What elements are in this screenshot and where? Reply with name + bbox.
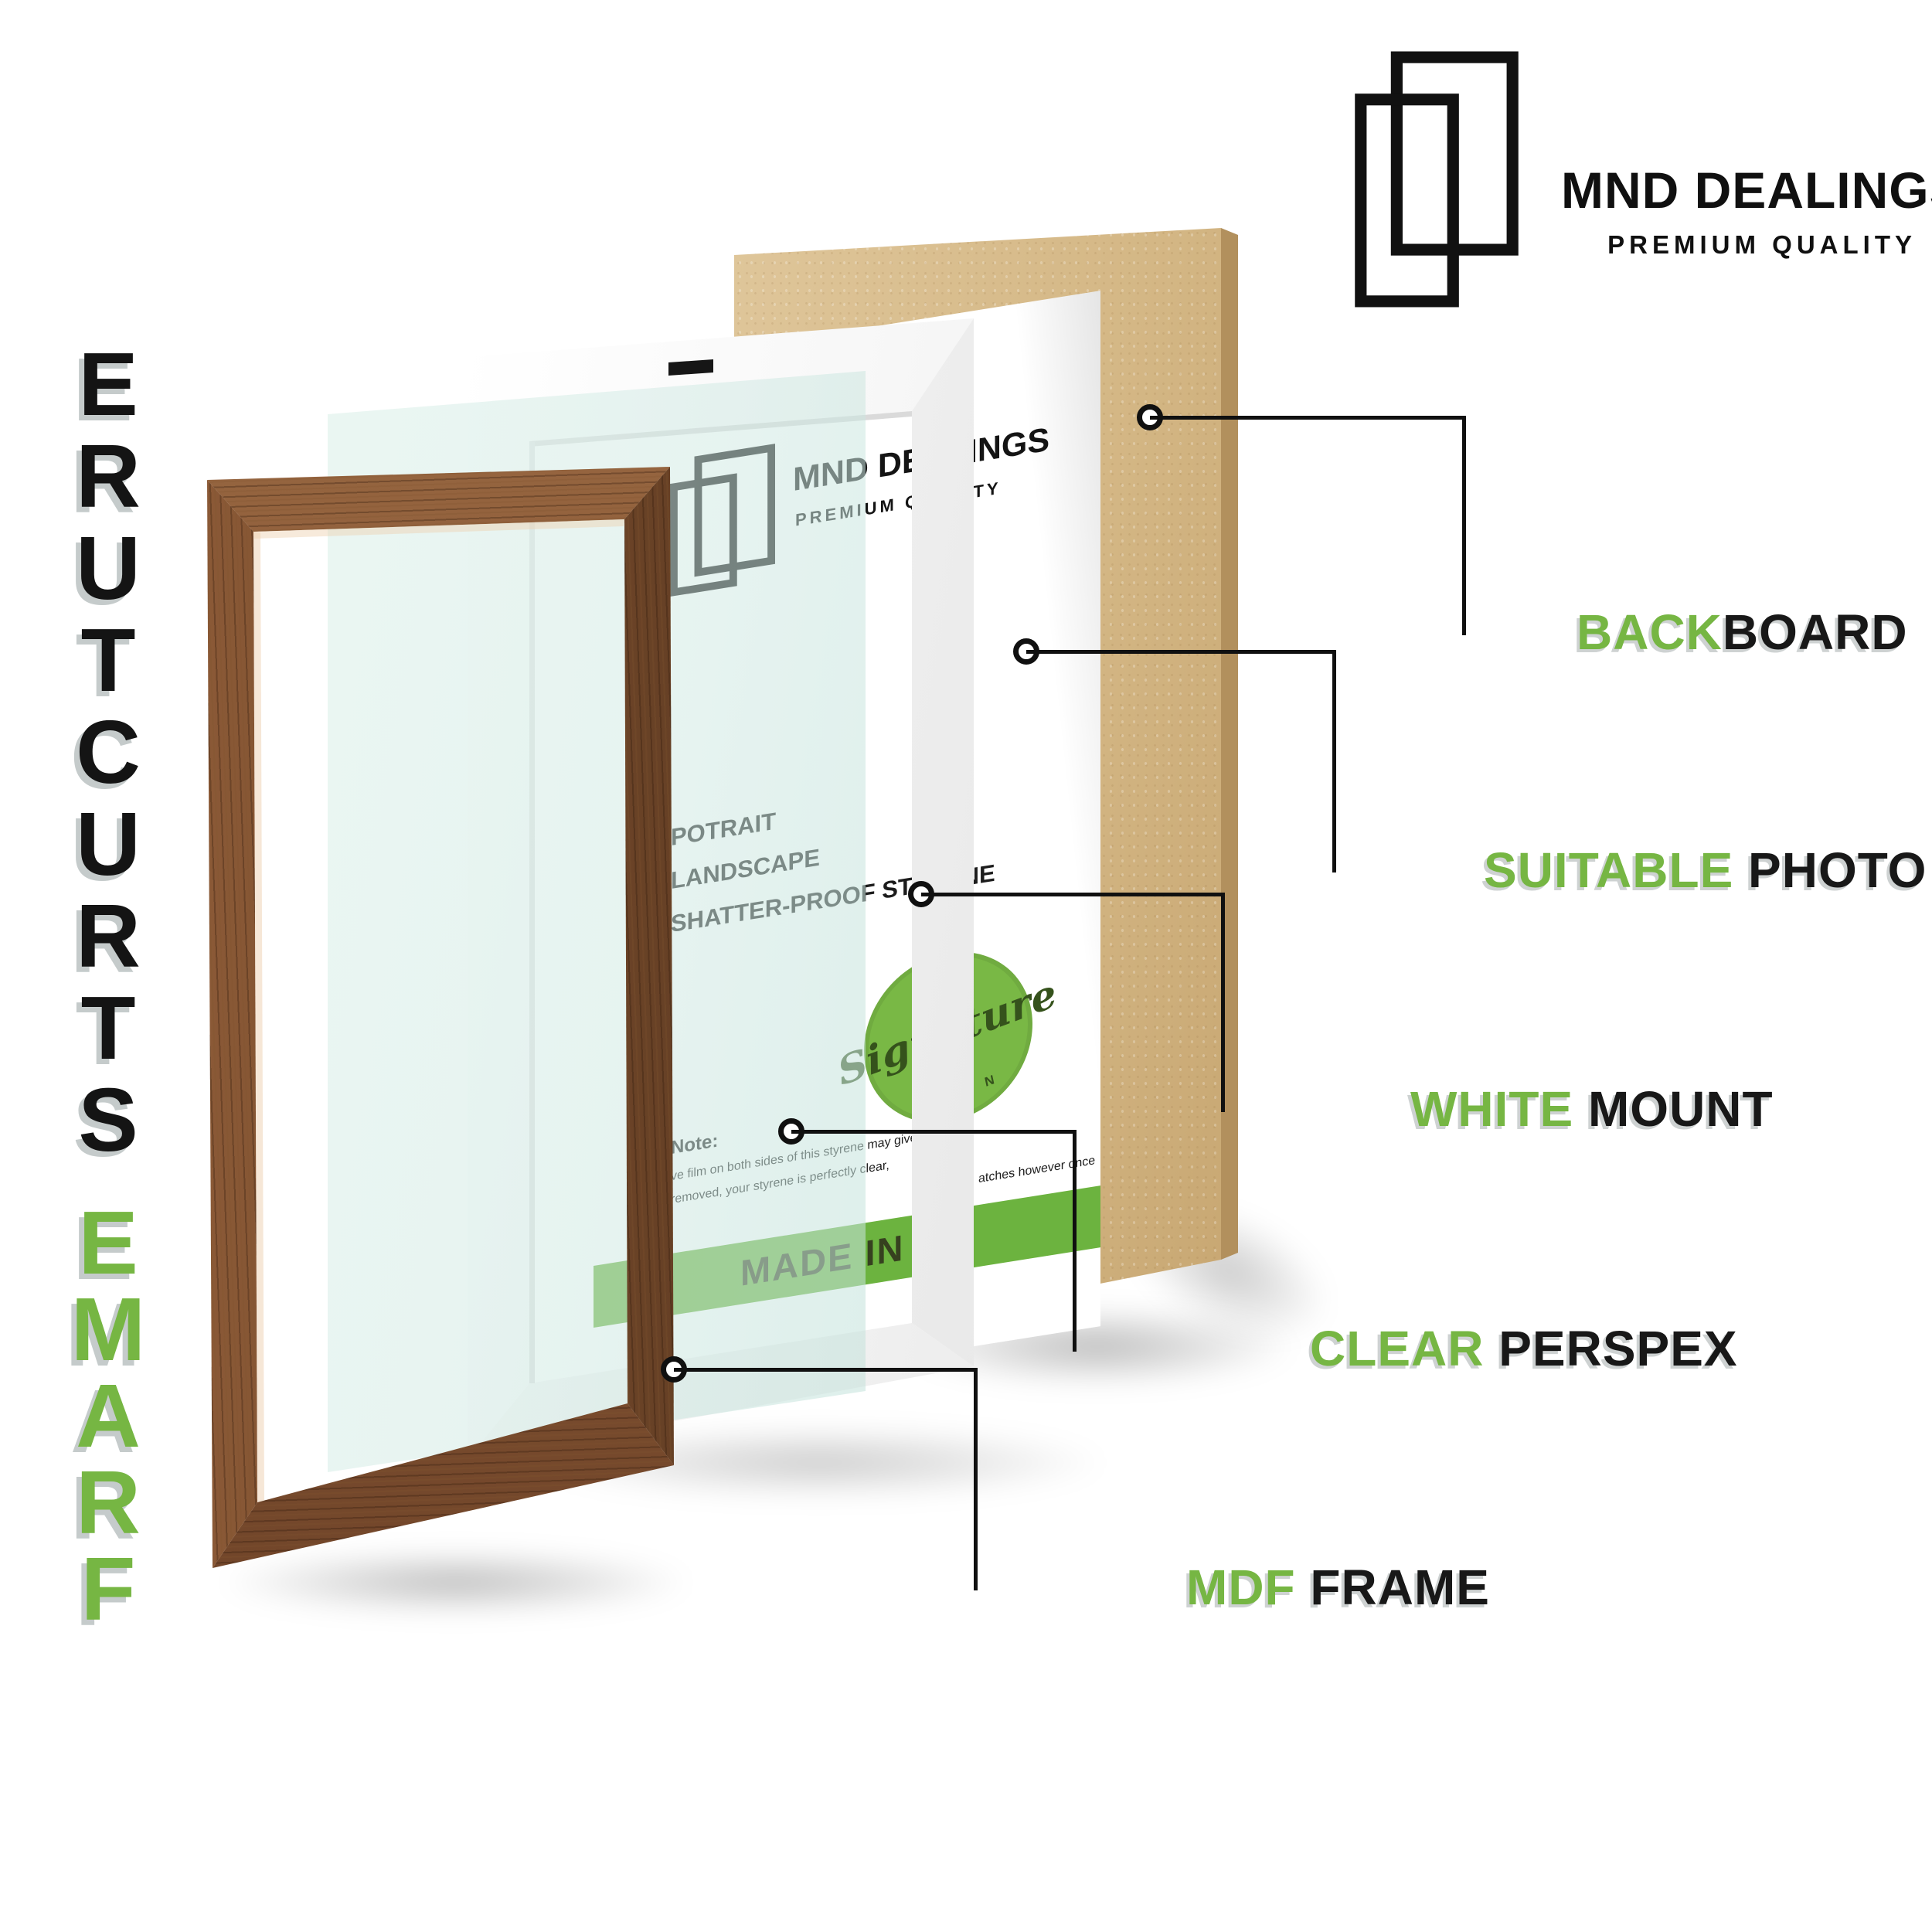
frame-bar-left: [207, 480, 257, 1568]
frame-bar-top: [207, 467, 670, 532]
label-white-mount: WHITE MOUNT: [1410, 1081, 1774, 1137]
callout-line: [674, 1368, 977, 1372]
callout-line: [1462, 416, 1466, 635]
frame-inner-bevel-left: [253, 532, 264, 1502]
callout-line: [791, 1130, 1076, 1134]
callout-line: [974, 1368, 978, 1590]
label-suitable-photo: SUITABLE PHOTO: [1484, 842, 1927, 898]
callout-line: [1150, 416, 1465, 420]
mount-strip-right: [912, 318, 974, 1366]
brand-name: MND DEALINGS: [1561, 162, 1932, 219]
label-clear-perspex: CLEAR PERSPEX: [1310, 1321, 1738, 1376]
callout-line: [1332, 650, 1336, 872]
brand-text-block: MND DEALINGS PREMIUM QUALITY: [1561, 161, 1932, 260]
perspex-layer: [328, 371, 866, 1472]
frame-bar-bottom: [213, 1403, 674, 1568]
callout-line: [1221, 893, 1225, 1112]
frame-bar-right: [624, 467, 674, 1465]
callout-line: [1026, 650, 1335, 654]
brand-frame-logo-icon: [1355, 51, 1519, 308]
brand-tagline: PREMIUM QUALITY: [1607, 230, 1917, 259]
frame-floor-shadow: [216, 1549, 696, 1615]
wooden-frame-layer: [207, 467, 679, 1572]
label-backboard: BACKBOARD: [1577, 604, 1908, 660]
callout-line: [1073, 1130, 1077, 1352]
frame-inner-bevel-top: [253, 519, 624, 539]
backboard-side-edge: [1221, 228, 1238, 1260]
label-mdf-frame: MDF FRAME: [1186, 1560, 1490, 1615]
callout-line: [921, 893, 1224, 896]
